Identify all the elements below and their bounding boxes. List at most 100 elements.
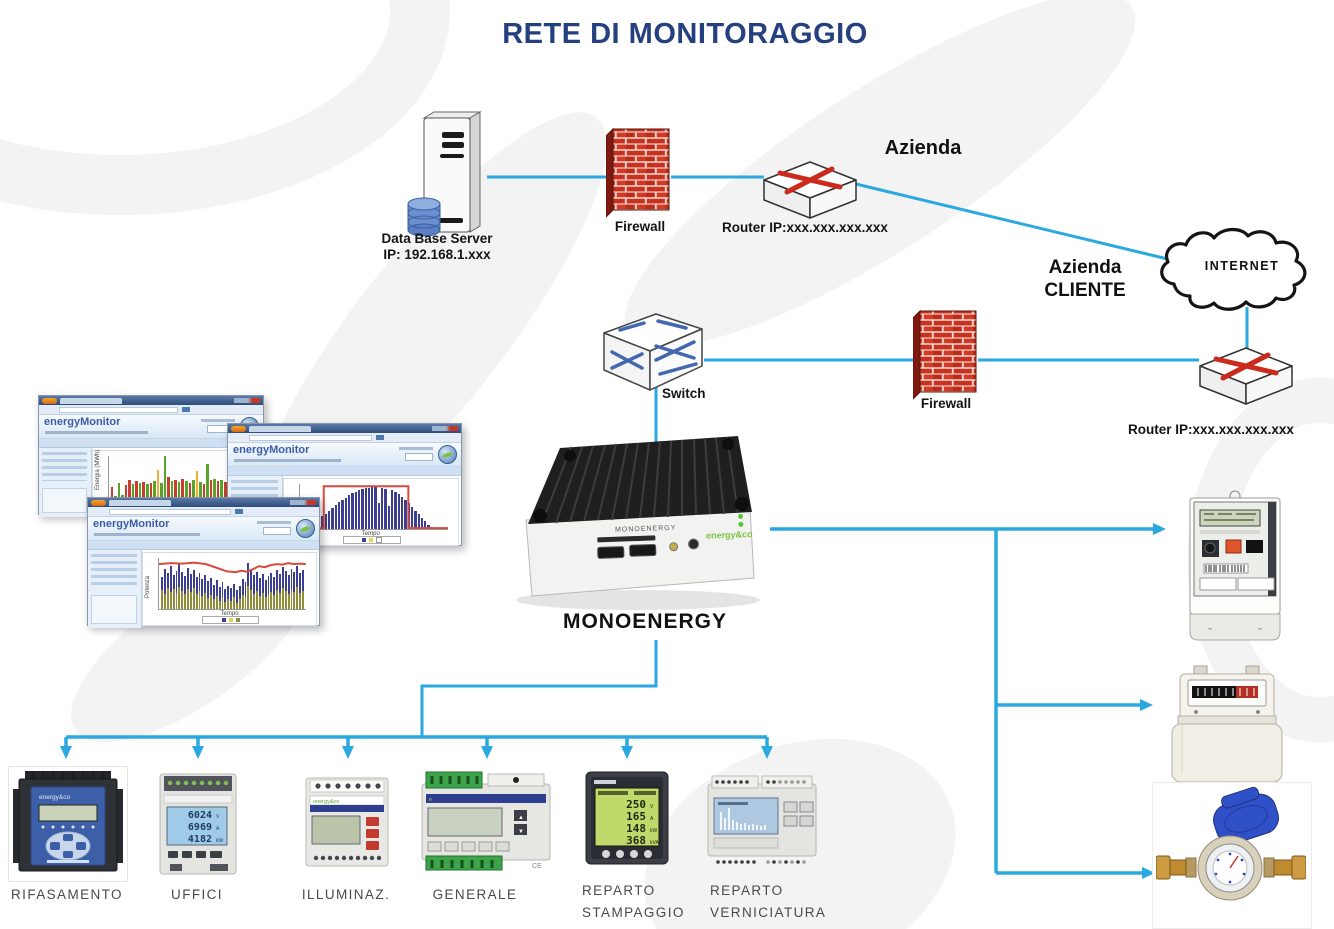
energymonitor-logo: energyMonitor [233, 444, 310, 456]
device-model-text: MONOENERGY [615, 525, 677, 534]
brand-text: energy&co [39, 794, 70, 801]
chart-plot-area [158, 558, 306, 610]
monoenergy-gateway-device: MONOENERGY energy&co [516, 436, 760, 610]
app-tagline [94, 533, 201, 536]
usb-port-1 [597, 546, 625, 559]
meter-label-line2: STAMPAGGIO [582, 905, 685, 920]
link-router-internet [855, 182, 1177, 263]
browser-tab [249, 425, 311, 432]
energy-monitor-window-1: energyMonitor Energia (MWh) [38, 395, 264, 517]
lcd-histogram [720, 808, 766, 830]
sd-card-slot [597, 535, 656, 543]
status-led-2 [738, 521, 744, 527]
browser-titlebar [88, 498, 319, 507]
verniciatura-device [707, 775, 817, 864]
lcd-display [1199, 509, 1261, 527]
usb-port-2 [629, 543, 657, 557]
barcode [1205, 565, 1245, 572]
svg-text:A: A [650, 816, 654, 822]
header-links [201, 419, 235, 422]
svg-text:kVA: kVA [650, 840, 659, 846]
address-bar [248, 434, 373, 441]
counter-display [1192, 686, 1236, 698]
azienda-cliente-label: Azienda CLIENTE [1005, 256, 1165, 302]
brand-text: e [429, 797, 432, 803]
meter-label-verniciatura: REPARTO VERNICIATURA [710, 880, 850, 924]
browser-tab [60, 397, 122, 404]
login-box [405, 453, 433, 461]
green-terminal-top [425, 771, 483, 789]
svg-text:kW: kW [650, 828, 658, 834]
router-x-icon [1213, 352, 1279, 381]
top-terminals [315, 783, 381, 789]
svg-text:kW: kW [216, 838, 224, 844]
port-cover [1246, 540, 1263, 553]
rifasamento-device: energy&co [8, 766, 128, 882]
firewall-mid-label: Firewall [920, 396, 972, 411]
switch-icon [603, 313, 703, 391]
svg-text:⌁: ⌁ [1208, 626, 1212, 633]
front-buttons [783, 801, 814, 827]
chart-legend [342, 536, 401, 544]
tree-sidebar [88, 550, 143, 628]
orange-button [1225, 539, 1242, 554]
y-axis-label: Energia (MWh) [94, 449, 101, 491]
energyco-globe-icon [438, 445, 457, 464]
indicator-leds [41, 825, 95, 829]
svg-text:6969: 6969 [188, 822, 212, 833]
database-server-name: Data Base Server [381, 231, 493, 246]
browser-navbar [39, 405, 263, 415]
lcd-display [38, 804, 98, 822]
svg-text:▼: ▼ [518, 829, 524, 835]
meter-label-uffici: UFFICI [171, 887, 223, 902]
front-buttons [427, 841, 510, 852]
bottom-terminals [716, 860, 806, 864]
switch-arrows-icon [610, 319, 698, 376]
audio-jack-2 [688, 538, 700, 550]
svg-text:V: V [650, 804, 654, 810]
browser-menu-button [231, 425, 246, 432]
svg-text:A: A [216, 826, 220, 832]
audio-jack-1 [669, 542, 679, 552]
chart-plot-area [107, 456, 250, 499]
browser-menu-button [91, 499, 106, 506]
red-buttons [366, 817, 379, 850]
router-top-label: Router IP:xxx.xxx.xxx.xxx [722, 220, 888, 235]
app-toolbar [228, 467, 461, 476]
gas-meter [1171, 665, 1283, 783]
meter-label-line2: VERNICIATURA [710, 905, 827, 920]
header-links [257, 521, 291, 524]
chart-plot-area [298, 484, 448, 530]
round-buttons [602, 850, 652, 858]
lcd-display [594, 787, 660, 847]
chart-legend [201, 616, 260, 624]
lcd-display [311, 815, 361, 845]
energymonitor-logo: energyMonitor [93, 518, 170, 530]
heatsink-fins [541, 436, 739, 524]
window-controls-icons [290, 500, 316, 505]
link-gateway-bus [420, 640, 658, 737]
browser-navbar [228, 433, 461, 443]
firewall-top-label: Firewall [614, 219, 666, 234]
svg-text:165: 165 [626, 810, 646, 823]
meter-label-rifasamento: RIFASAMENTO [11, 887, 123, 902]
meter-label-illuminaz: ILLUMINAZ. [301, 887, 391, 902]
switch-label: Switch [662, 386, 706, 401]
address-bar [59, 406, 178, 413]
terminal-leds [167, 780, 229, 786]
router-right-label: Router IP:xxx.xxx.xxx.xxx [1128, 422, 1294, 437]
svg-text:368: 368 [626, 834, 646, 847]
svg-text:V: V [216, 814, 220, 820]
svg-text:⌁: ⌁ [1258, 626, 1262, 633]
database-server-label: Data Base Server IP: 192.168.1.xxx [347, 231, 527, 263]
svg-text:CE: CE [532, 863, 542, 870]
azienda-cliente-line1: Azienda [1048, 257, 1122, 278]
illuminazione-device: energy&co [305, 777, 389, 867]
database-server-icon [407, 111, 482, 237]
top-terminals [715, 780, 806, 784]
brand-text: energy&co [313, 799, 339, 805]
arrow-buttons: ▲ ▼ [514, 810, 527, 835]
